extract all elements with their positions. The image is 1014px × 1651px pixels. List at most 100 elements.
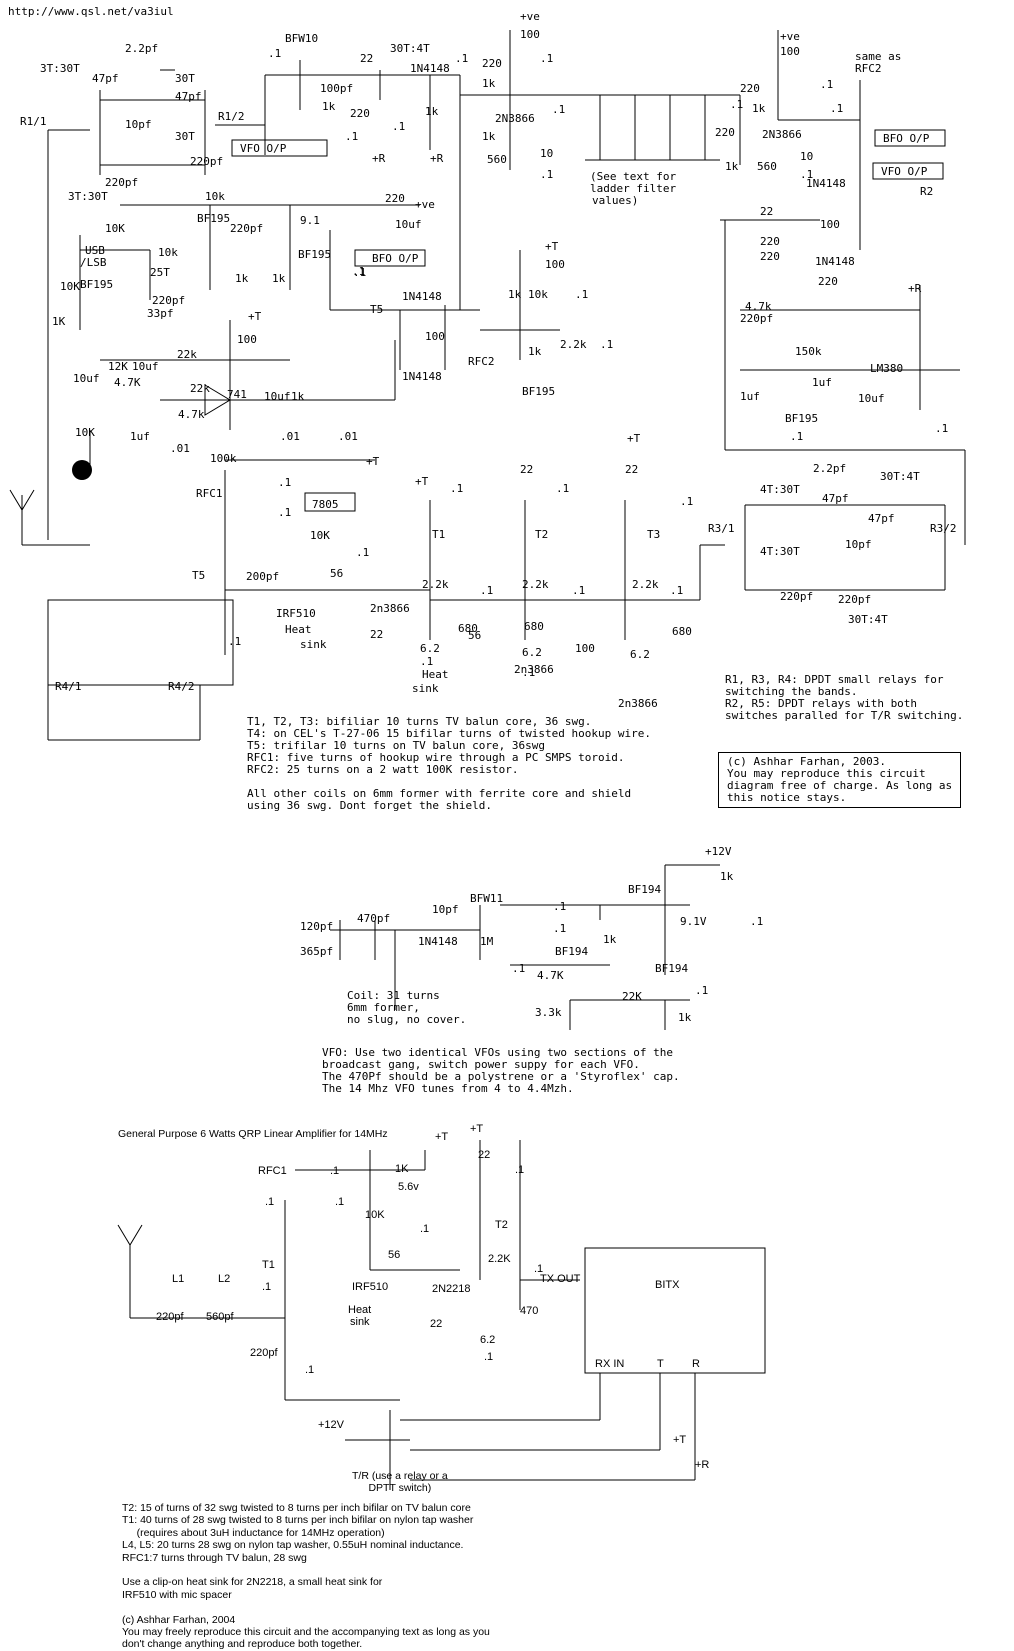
component-label: 1K [52, 315, 66, 328]
copyright-2003: (c) Ashhar Farhan, 2003. You may reprodu… [718, 752, 962, 808]
component-label: 10pf [845, 538, 872, 551]
component-label: R3/1 [708, 522, 735, 535]
component-label: ladder filter [590, 182, 676, 195]
component-label: 220pf [190, 155, 223, 168]
component-label: .1 [480, 584, 493, 597]
component-label: 680 [524, 620, 544, 633]
component-label: 1k [603, 933, 617, 946]
component-label: IRF510 [352, 1281, 388, 1293]
component-label: .1 [335, 1196, 344, 1208]
component-label: RFC1 [196, 487, 223, 500]
component-label: 1N4148 [410, 62, 450, 75]
bitx-wiring [9, 30, 966, 741]
component-label: T1 [262, 1259, 275, 1271]
component-label: 1k [752, 102, 766, 115]
component-label: 47pf [175, 90, 202, 103]
component-label: .1 [552, 103, 565, 116]
component-label: RFC1 [258, 1165, 287, 1177]
component-label: .1 [455, 52, 468, 65]
component-label: 1k [272, 272, 286, 285]
component-label: 220 [818, 275, 838, 288]
component-label: 2.2k [560, 338, 587, 351]
component-label: 2.2k [422, 578, 449, 591]
component-label: 9.1V [680, 915, 707, 928]
component-label: (See text for [590, 170, 676, 183]
component-label: .1 [278, 506, 291, 519]
component-label: .1 [790, 430, 803, 443]
component-label: 10pf [432, 903, 459, 916]
component-label: L1 [172, 1273, 184, 1285]
component-label: 100 [425, 330, 445, 343]
component-label: 5.6v [398, 1181, 419, 1193]
component-label: BF195 [298, 248, 331, 261]
component-label: .1 [575, 288, 588, 301]
component-label: T5 [192, 569, 205, 582]
component-label: 30T:4T [848, 613, 888, 626]
component-label: 100 [575, 642, 595, 655]
component-label: .1 [540, 52, 553, 65]
component-label: VFO O/P [881, 165, 928, 178]
component-label: 4.7K [114, 376, 141, 389]
component-label: 3T:30T [68, 190, 108, 203]
component-label: Heat [422, 668, 449, 681]
url-header: http://www.qsl.net/va3iul [8, 5, 174, 18]
component-label: .1 [670, 584, 683, 597]
component-label: 3T:30T [40, 62, 80, 75]
component-label: VFO O/P [240, 142, 287, 155]
component-label: values) [592, 194, 638, 207]
component-label: 100 [520, 28, 540, 41]
component-label: 22K [622, 990, 642, 1003]
component-label: 22 [370, 628, 383, 641]
component-label: 741 [227, 388, 247, 401]
amp-tr-note: T/R (use a relay or a DPTT switch) [352, 1470, 448, 1495]
component-label: Heat [285, 623, 312, 636]
component-label: 1N4148 [402, 290, 442, 303]
component-label: Heat [348, 1304, 371, 1316]
component-label: 10uf [264, 390, 291, 403]
component-label: 220 [760, 250, 780, 263]
component-label: same as [855, 50, 901, 63]
component-label: .1 [345, 130, 358, 143]
component-label: +12V [318, 1419, 345, 1431]
component-label: 2.2K [488, 1253, 511, 1265]
component-label: 560 [487, 153, 507, 166]
component-label: .1 [512, 962, 525, 975]
component-label: 33pf [147, 307, 174, 320]
component-label: .1 [265, 1196, 274, 1208]
component-label: L2 [218, 1273, 230, 1285]
component-label: +T [248, 310, 262, 323]
vfo-component-labels: +12VBF1941kBFW11.1.19.1V.1120pf470pf10pf… [300, 845, 763, 1024]
component-label: R1/2 [218, 110, 245, 123]
component-label: .1 [730, 98, 743, 111]
component-label: 1k [425, 105, 439, 118]
component-label: 56 [388, 1249, 400, 1261]
component-label: 47pf [92, 72, 119, 85]
component-label: 470 [520, 1305, 538, 1317]
component-label: BF195 [785, 412, 818, 425]
component-label: 2.2pf [125, 42, 158, 55]
component-label: 4.7k [745, 300, 772, 313]
component-label: 220pf [250, 1347, 278, 1359]
component-label: .1 [695, 984, 708, 997]
component-label: 220 [740, 82, 760, 95]
component-label: +T [627, 432, 641, 445]
component-label: sink [412, 682, 439, 695]
bitx-box-t: T [657, 1358, 664, 1370]
component-label: 56 [468, 629, 481, 642]
component-label: 7805 [312, 498, 339, 511]
component-label: 22 [360, 52, 373, 65]
component-label: 22 [430, 1318, 442, 1330]
component-label: 10 [800, 150, 813, 163]
amp-title: General Purpose 6 Watts QRP Linear Ampli… [118, 1128, 388, 1140]
component-label: 10uf [73, 372, 100, 385]
component-label: 100 [780, 45, 800, 58]
component-label: .01 [338, 430, 358, 443]
bitx-box-name: BITX [655, 1279, 680, 1291]
component-label: 30T [175, 130, 195, 143]
component-label: .1 [305, 1364, 314, 1376]
component-label: 220pf [156, 1311, 184, 1323]
component-label: 2N3866 [762, 128, 802, 141]
component-label: .1 [540, 168, 553, 181]
component-label: 10K [60, 280, 80, 293]
